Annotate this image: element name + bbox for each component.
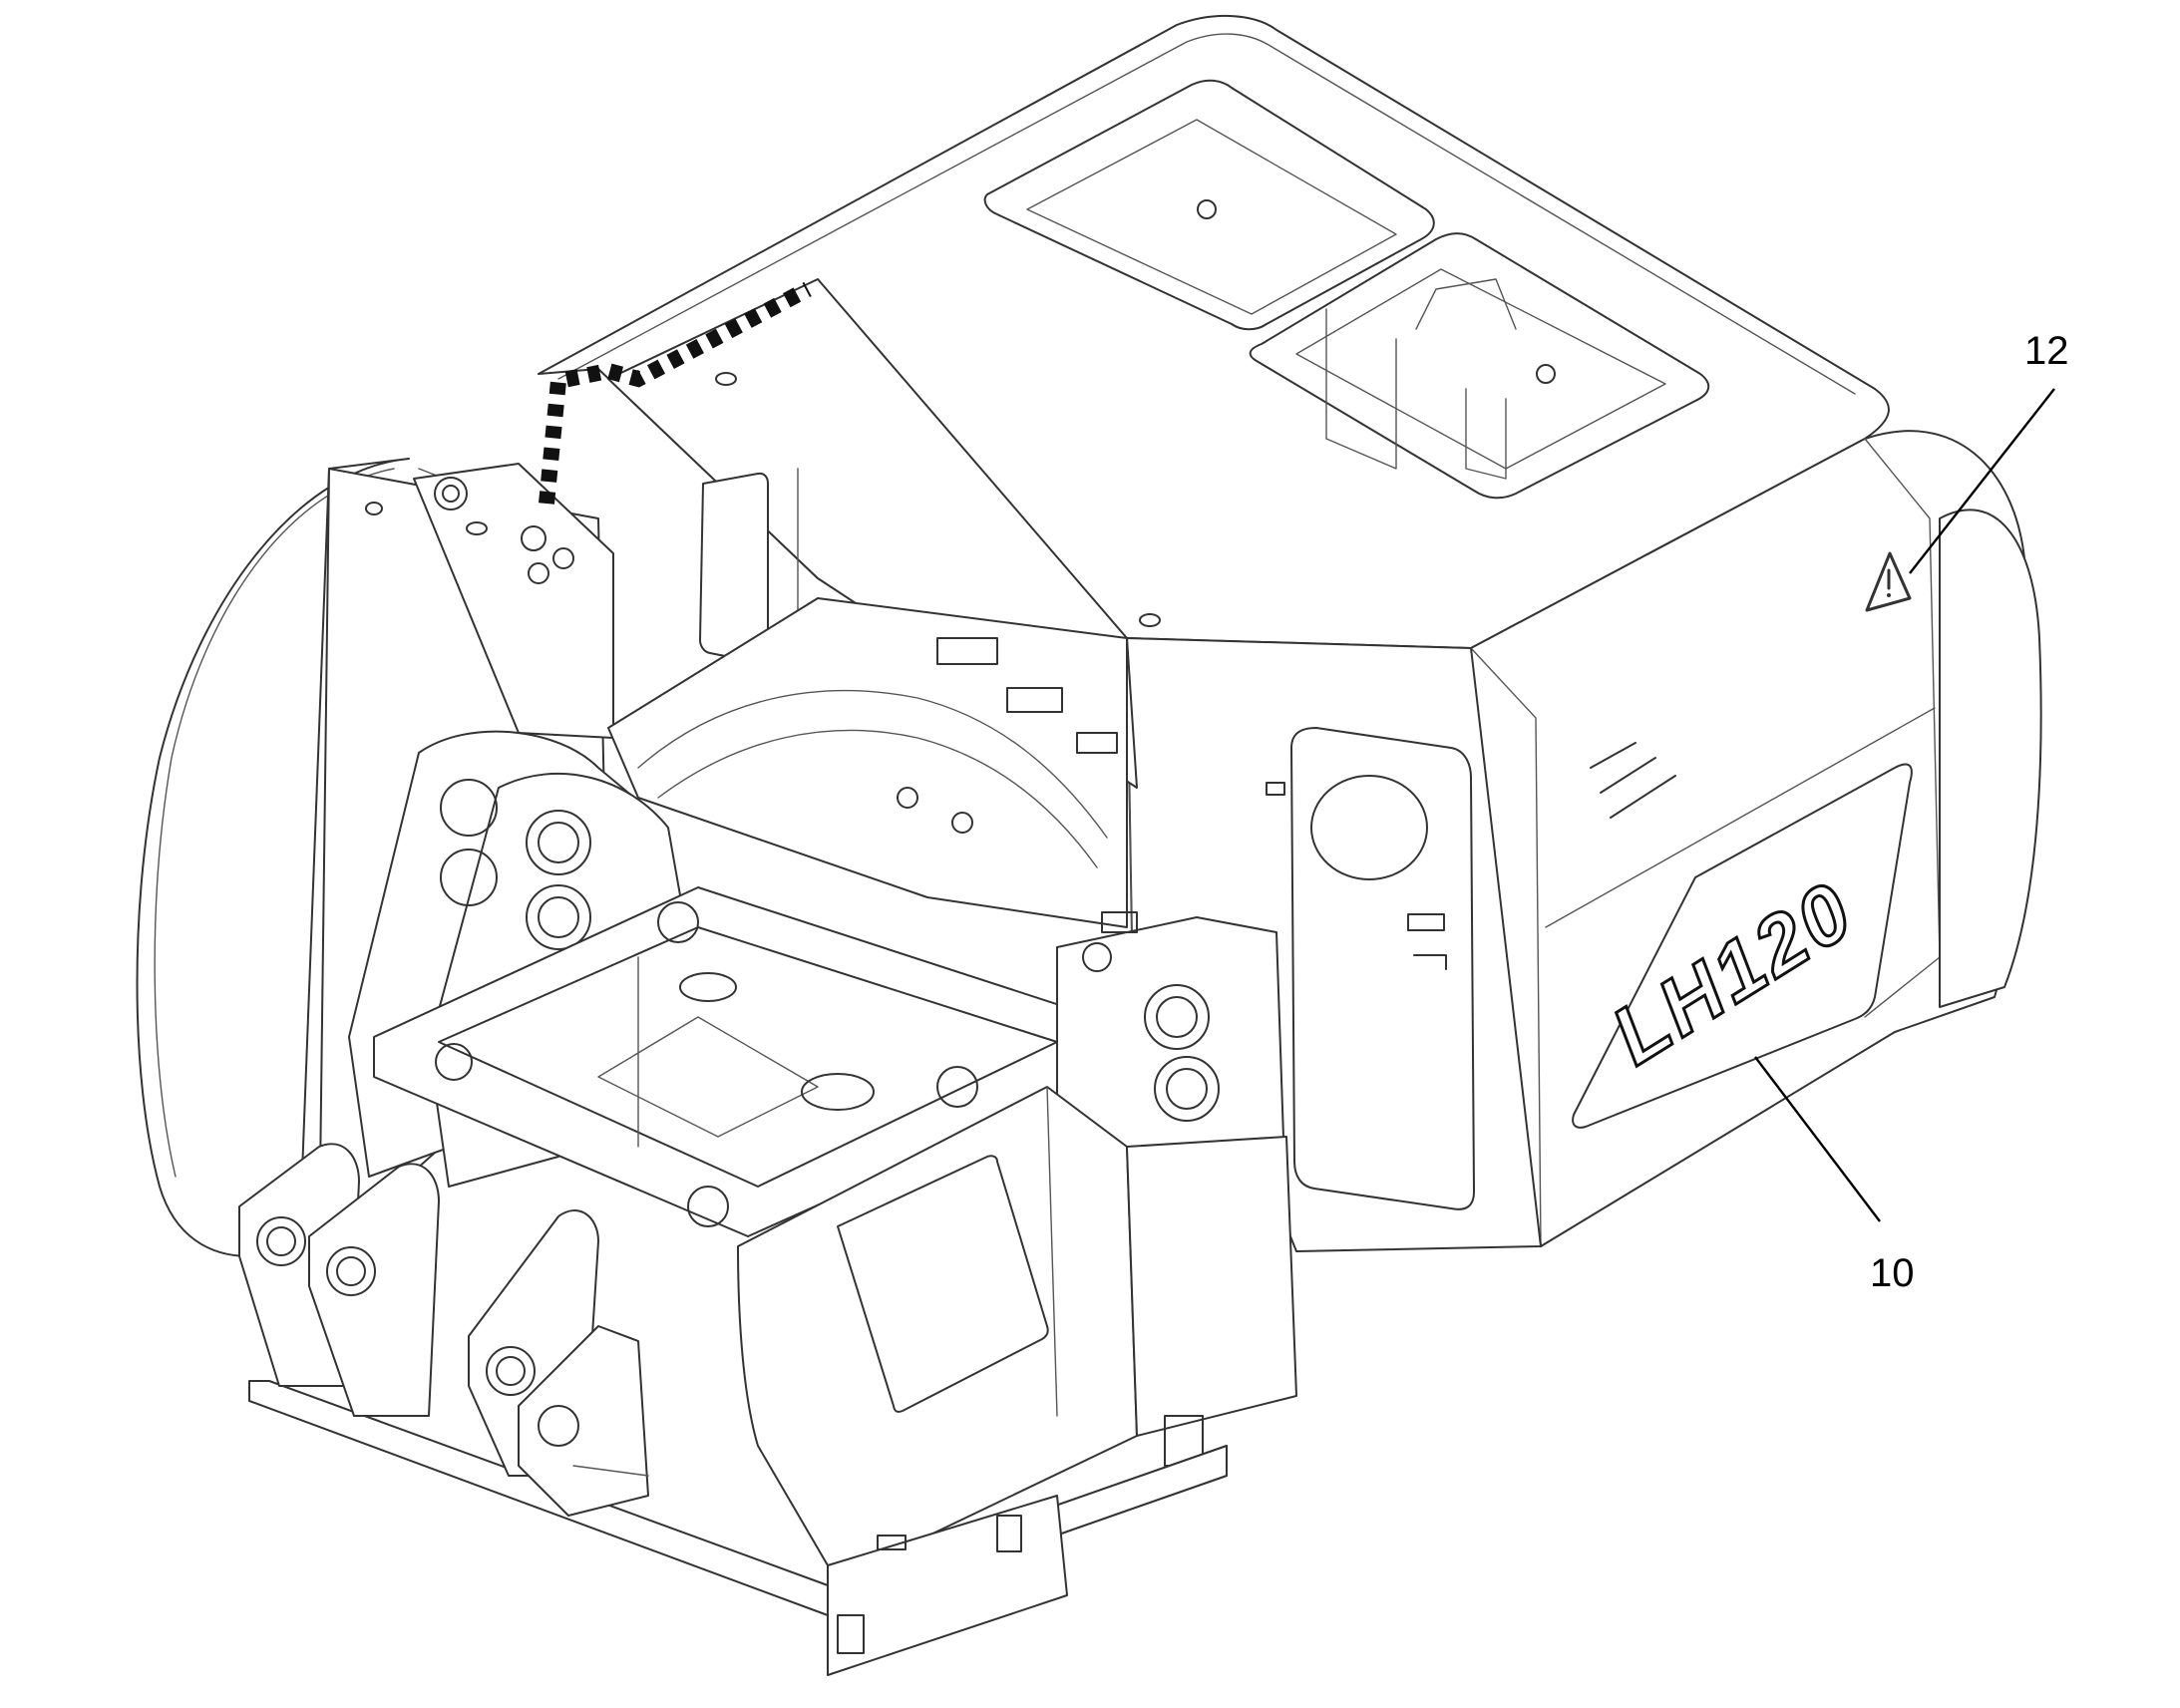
- front-lower-body: [737, 1086, 1297, 1566]
- warning-triangle-sticker: [1865, 551, 1912, 612]
- callout-12: 12: [1909, 329, 2069, 574]
- base-plate: [248, 1380, 1228, 1676]
- center-frame: [607, 597, 1128, 928]
- callout-number-12: 12: [2024, 329, 2069, 373]
- callout-10: 10: [1754, 1056, 1915, 1295]
- warning-triangle-icon: [1865, 551, 1912, 612]
- hazard-stripe-trim: [539, 281, 812, 505]
- engine-openings: [983, 79, 1710, 500]
- front-lug-plates: [238, 1143, 649, 1517]
- cab-stripe-decal: [1590, 742, 1676, 819]
- rear-left-box: [365, 463, 614, 739]
- callout-number-10: 10: [1870, 1251, 1915, 1295]
